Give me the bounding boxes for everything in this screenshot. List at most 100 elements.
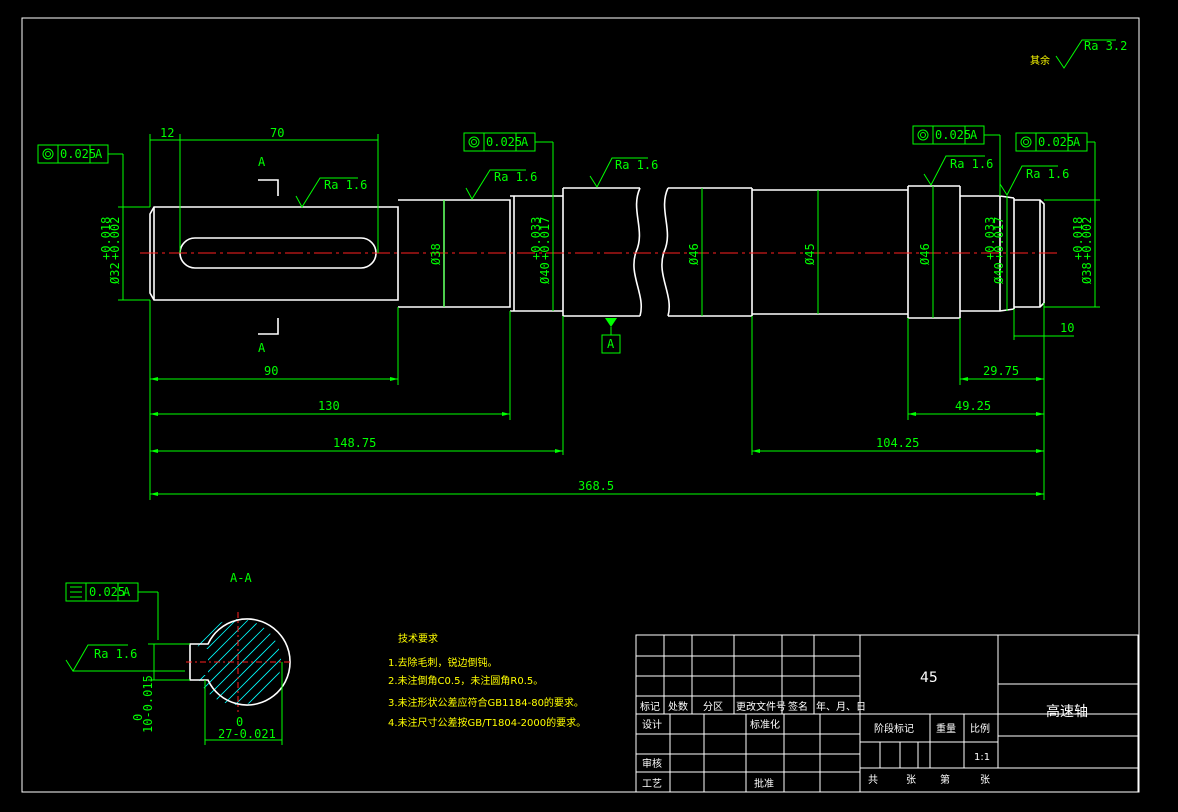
dim-10: 10 [1060, 321, 1074, 335]
svg-text:A: A [970, 128, 978, 142]
svg-text:Ra 1.6: Ra 1.6 [615, 158, 658, 172]
dimension-arrows [150, 377, 1044, 496]
note-3: 3.未注形状公差应符合GB1184-80的要求。 [388, 696, 584, 709]
dim-49: 49.25 [955, 399, 991, 413]
tolerance-frame-5: 0.025 A [65, 582, 159, 640]
dim-104: 104.25 [876, 436, 919, 450]
dim-148: 148.75 [333, 436, 376, 450]
roughness-6: Ra 1.6 [65, 644, 185, 672]
section-marker-top: A [258, 155, 279, 196]
dim-dia-46b: Ø46 [918, 243, 932, 265]
svg-text:0.025: 0.025 [89, 585, 125, 599]
tech-notes: 技术要求 1.去除毛刺，锐边倒钝。 2.未注倒角C0.5，未注圆角R0.5。 3… [388, 632, 586, 729]
svg-text:Ra 3.2: Ra 3.2 [1084, 39, 1127, 53]
svg-text:Ra 1.6: Ra 1.6 [1026, 167, 1069, 181]
sec-dim-27: 27-0.021 [218, 727, 276, 741]
note-2: 2.未注倒角C0.5，未注圆角R0.5。 [388, 674, 543, 687]
dim-dia-46a: Ø46 [687, 243, 701, 265]
svg-text:0.025: 0.025 [935, 128, 971, 142]
dim-29: 29.75 [983, 364, 1019, 378]
dim-dia-38a: Ø38 [429, 243, 443, 265]
title-block: 标记 处数 分区 更改文件号 签名 年、月、日 设计 标准化 审核 工艺 批准 … [635, 634, 1139, 793]
svg-text:Ra 1.6: Ra 1.6 [950, 157, 993, 171]
svg-text:A: A [521, 135, 529, 149]
tb-part-name: 高速轴 [1046, 703, 1088, 720]
dim-dia-32: Ø32 [108, 262, 122, 284]
tb-h-qty: 处数 [668, 700, 688, 713]
section-title: A-A [230, 571, 252, 585]
dim-dia-40a-tol-l: +0.017 [538, 217, 552, 260]
tb-review: 审核 [642, 757, 662, 770]
tb-std: 标准化 [750, 718, 780, 731]
roughness-1: Ra 1.6 [295, 177, 367, 208]
section-marker-bottom: A [258, 318, 279, 355]
dimension-lines [108, 134, 1100, 500]
tb-h-zone: 分区 [703, 701, 723, 713]
svg-text:其余: 其余 [1030, 54, 1050, 67]
dim-130: 130 [318, 399, 340, 413]
tb-h-doc: 更改文件号 [736, 700, 786, 713]
tolerance-frame-2: 0.025 A [463, 132, 536, 152]
svg-text:A: A [258, 155, 266, 169]
sec-dim-10-upper: 0 [131, 714, 145, 721]
tb-design: 设计 [642, 718, 662, 731]
dim-dia-38b-tol-l: +0.002 [1080, 217, 1094, 260]
tb-craft: 工艺 [642, 778, 662, 790]
note-1: 1.去除毛刺，锐边倒钝。 [388, 656, 498, 669]
tb-material: 45 [920, 670, 938, 686]
tb-sheet-unit1: 张 [906, 774, 916, 786]
dim-dia-38b: Ø38 [1080, 262, 1094, 284]
dim-dia-32-tol-l: +0.002 [108, 217, 122, 260]
section-view: A-A 0 27-0.021 10-0.015 0 [131, 571, 292, 745]
drawing-border [21, 17, 1140, 793]
tb-h-date: 年、月、日 [816, 700, 866, 713]
dim-70: 70 [270, 126, 284, 140]
tolerance-frame-3: 0.025 A [912, 125, 985, 145]
svg-text:0.025: 0.025 [60, 147, 96, 161]
dim-12: 12 [160, 126, 174, 140]
svg-text:Ra 1.6: Ra 1.6 [494, 170, 537, 184]
dimension-texts: 12 70 90 130 148.75 368.5 104.25 49.25 2… [99, 126, 1094, 493]
dim-90: 90 [264, 364, 278, 378]
tolerance-frame-4: 0.025 A [1015, 132, 1088, 152]
svg-text:A: A [258, 341, 266, 355]
dim-dia-40a: Ø40 [538, 262, 552, 284]
svg-text:Ra 1.6: Ra 1.6 [94, 647, 137, 661]
tb-stage: 阶段标记 [874, 722, 914, 735]
tb-scale-val: 1:1 [974, 752, 990, 763]
sec-dim-27-upper: 0 [236, 715, 243, 729]
dim-368: 368.5 [578, 479, 614, 493]
dim-dia-40b-tol-l: +0.017 [992, 217, 1006, 260]
svg-text:A: A [95, 147, 103, 161]
tolerance-frame-1: 0.025 A [37, 144, 109, 164]
roughness-4: Ra 1.6 [923, 155, 993, 187]
svg-text:Ra 1.6: Ra 1.6 [324, 178, 367, 192]
tb-sheet-unit2: 张 [980, 774, 990, 786]
dim-dia-40b: Ø40 [992, 262, 1006, 284]
roughness-3: Ra 1.6 [589, 157, 658, 189]
tb-h-sign: 签名 [788, 700, 808, 713]
tb-sheet-total: 共 [868, 774, 878, 786]
dim-dia-40a-tol-u: +0.033 [529, 217, 543, 260]
dim-dia-32-tol-u: +0.018 [99, 217, 113, 260]
roughness-2: Ra 1.6 [465, 169, 537, 200]
tb-h-mark: 标记 [640, 701, 660, 713]
svg-text:A: A [607, 337, 615, 351]
roughness-5: Ra 1.6 [999, 165, 1069, 197]
dim-dia-40b-tol-u: +0.033 [983, 217, 997, 260]
datum-a: A [601, 318, 621, 354]
tb-scale: 比例 [970, 722, 990, 735]
roughness-rest: 其余 Ra 3.2 [1030, 39, 1127, 69]
svg-text:0.025: 0.025 [486, 135, 522, 149]
sec-dim-10: 10-0.015 [141, 675, 155, 733]
shaft-outline [149, 185, 1045, 319]
tb-weight: 重量 [936, 722, 956, 735]
svg-text:A: A [123, 585, 131, 599]
note-4: 4.未注尺寸公差按GB/T1804-2000的要求。 [388, 716, 586, 729]
svg-text:0.025: 0.025 [1038, 135, 1074, 149]
tb-approve: 批准 [754, 777, 774, 790]
tb-sheet-no: 第 [940, 773, 950, 786]
dim-dia-38b-tol-u: +0.018 [1071, 217, 1085, 260]
svg-text:A: A [1073, 135, 1081, 149]
